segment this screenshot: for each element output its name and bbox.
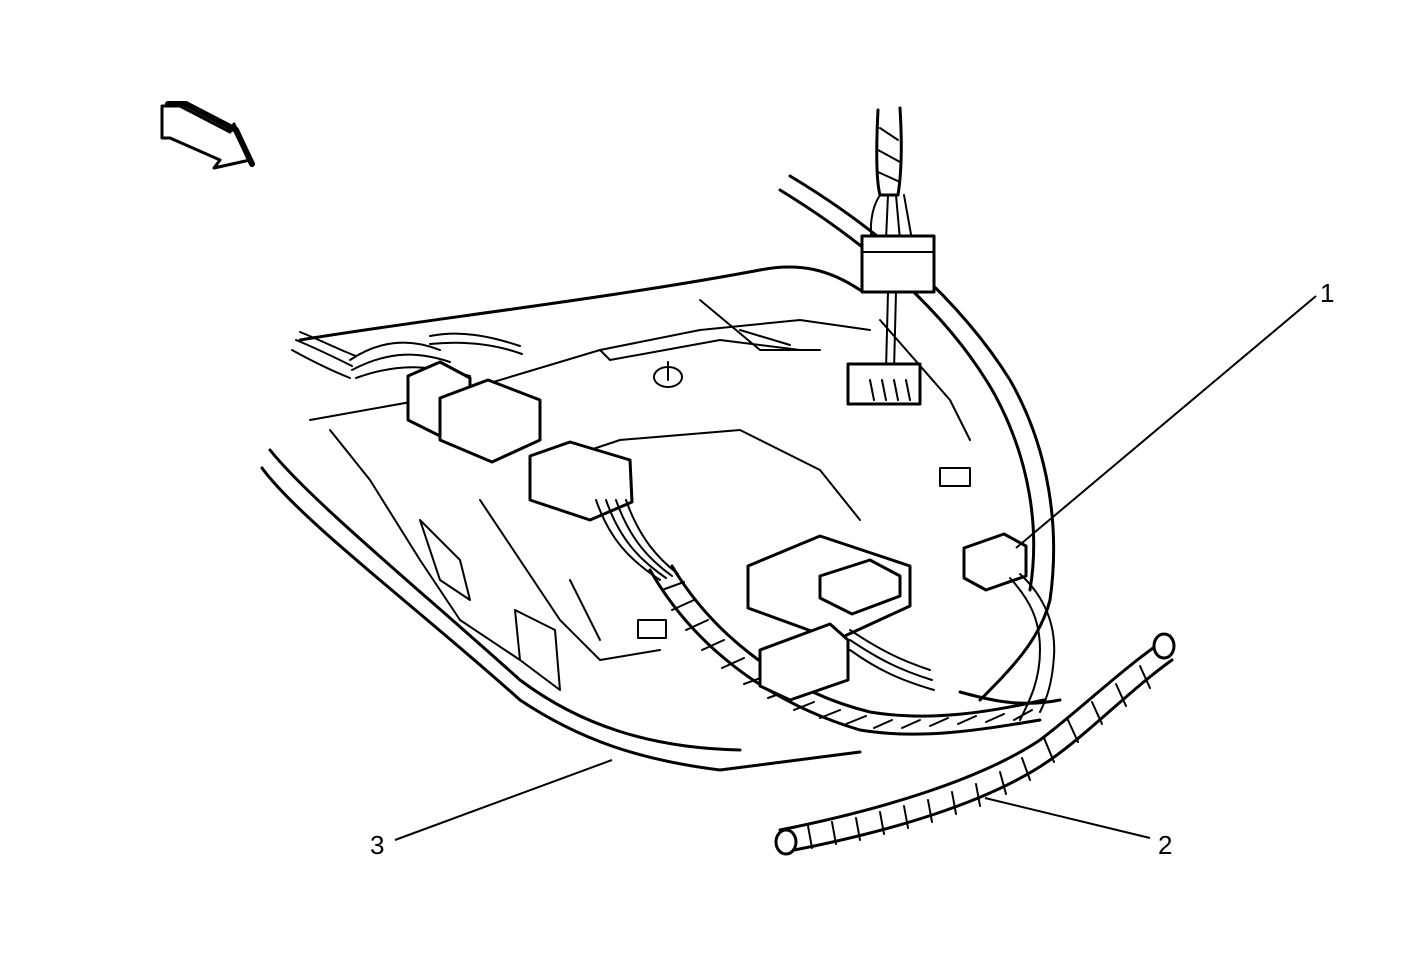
small-connector [962,532,1056,721]
main-wrapped-harness [648,564,1046,736]
forward-arrow-icon [160,101,255,170]
left-harness-connectors [291,331,679,581]
leader-lines [394,295,1317,841]
callout-1: 1 [1320,278,1334,308]
callout-3: 3 [370,830,384,860]
console-housing [260,174,1056,772]
right-connector-block [746,534,935,702]
top-harness-connector [846,106,936,406]
harness-branch [774,632,1176,856]
callout-2: 2 [1158,830,1172,860]
